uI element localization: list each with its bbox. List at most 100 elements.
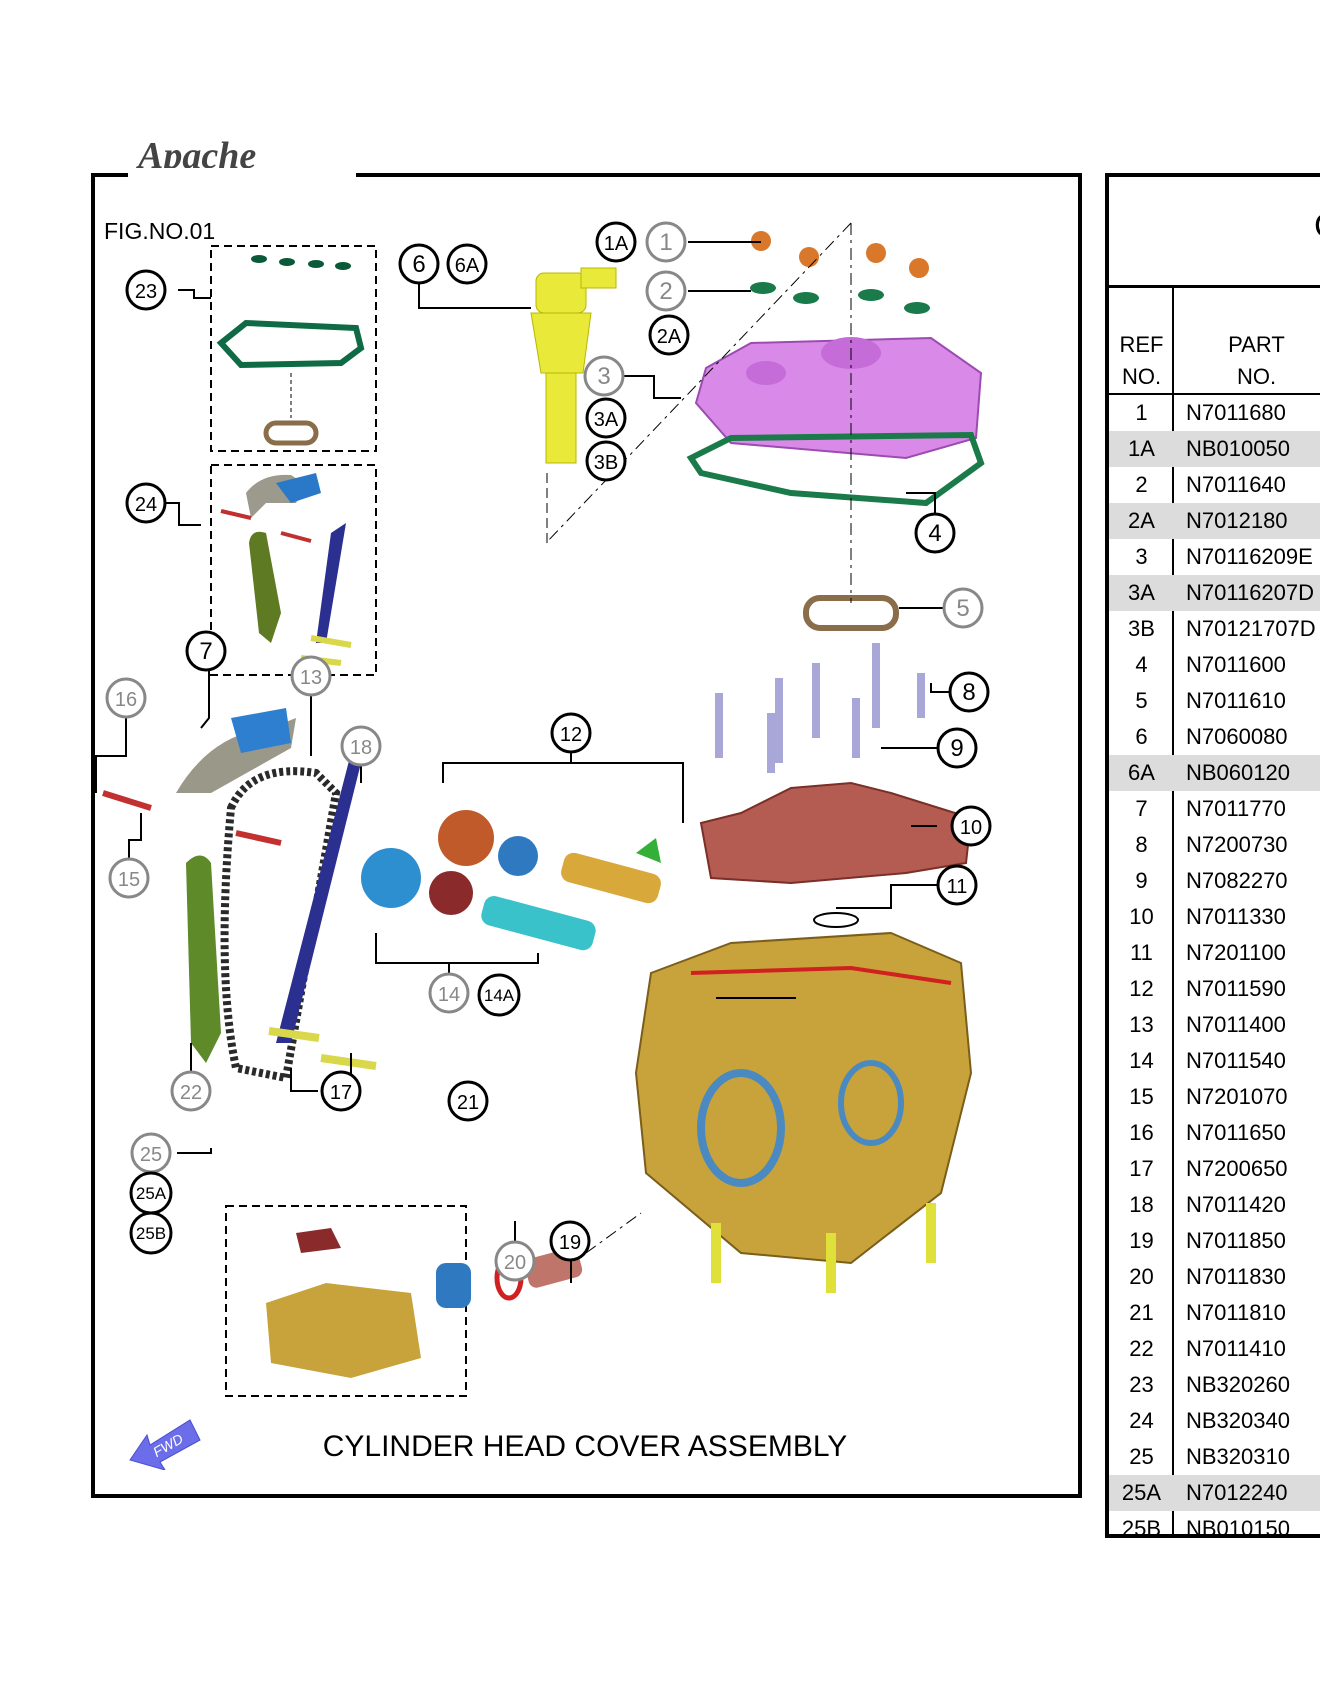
ref-no-cell: 1 xyxy=(1135,400,1148,425)
callout-circle xyxy=(428,972,470,1014)
callout-circle xyxy=(494,1240,536,1282)
figure-number: FIG.NO.01 xyxy=(104,218,216,244)
kit-box-25 xyxy=(225,1205,467,1397)
callout-circle xyxy=(108,857,150,899)
ref-no-cell: 25 xyxy=(1129,1444,1154,1469)
callout-label: 3A xyxy=(594,409,619,431)
ref-no-cell: 2 xyxy=(1135,472,1148,497)
callout-circle xyxy=(585,397,627,439)
ref-no-cell: 23 xyxy=(1129,1372,1154,1397)
callout-label: 9 xyxy=(950,735,963,762)
callout-circle xyxy=(914,512,956,554)
callout-label: 11 xyxy=(947,876,968,898)
header-part-no: PART NO. xyxy=(1228,332,1285,389)
ref-no-cell: 13 xyxy=(1129,1012,1154,1037)
part-no-cell: N7011540 xyxy=(1186,1048,1286,1073)
cylinder-head-graphic xyxy=(634,931,973,1293)
callout-label: 25A xyxy=(136,1184,167,1203)
part-no-cell: N7200730 xyxy=(1186,832,1288,857)
ref-no-cell: 15 xyxy=(1129,1084,1154,1109)
callout-label: 2 xyxy=(659,278,672,305)
part-no-cell: N70121707D xyxy=(1186,616,1316,641)
part-no-cell: N7011600 xyxy=(1186,652,1286,677)
callout-label: 3 xyxy=(597,363,610,390)
callout-circle xyxy=(477,973,521,1017)
timing-chain-graphic xyxy=(102,708,377,1083)
callout-circle xyxy=(446,243,488,285)
callout-circle xyxy=(936,864,978,906)
ref-no-cell: 16 xyxy=(1129,1120,1154,1145)
callout-label: 13 xyxy=(300,667,322,689)
table-row: 25B NB010150 xyxy=(1109,1511,1320,1547)
part-no-cell: N7201070 xyxy=(1186,1084,1288,1109)
part-no-cell: N7012240 xyxy=(1186,1480,1288,1505)
table-row: 15 N7201070 xyxy=(1109,1079,1320,1115)
part-no-cell: NB010150 xyxy=(1186,1516,1290,1541)
callout-circle xyxy=(549,1220,591,1262)
ref-no-cell: 5 xyxy=(1135,688,1148,713)
kit-box-23 xyxy=(210,245,377,452)
callout-circle xyxy=(447,1080,489,1122)
gasket-kit-graphic xyxy=(216,255,365,446)
ref-no-cell: 8 xyxy=(1135,832,1148,857)
callout-label: 2A xyxy=(657,326,682,348)
callout-circle xyxy=(583,355,625,397)
part-no-cell: NB320310 xyxy=(1186,1444,1290,1469)
callout-label: 14A xyxy=(484,986,515,1005)
table-row: 6A NB060120 xyxy=(1109,755,1320,791)
ref-no-cell: 14 xyxy=(1129,1048,1154,1073)
callout-label: 23 xyxy=(135,281,157,303)
callout-label: 21 xyxy=(457,1092,479,1114)
part-no-cell: NB320340 xyxy=(1186,1408,1290,1433)
tensioner-kit-graphic xyxy=(220,473,352,666)
ref-no-cell: 3 xyxy=(1135,544,1148,569)
callout-circle xyxy=(398,243,440,285)
ref-no-cell: 11 xyxy=(1130,940,1153,965)
callout-label: 7 xyxy=(199,638,212,665)
callout-label: 25B xyxy=(136,1224,166,1243)
callout-circle xyxy=(936,727,978,769)
ref-no-cell: 25B xyxy=(1121,1516,1162,1541)
callout-circle xyxy=(950,805,992,847)
small-parts-graphic xyxy=(266,1212,642,1378)
callout-circle xyxy=(942,587,984,629)
table-row: 25 NB320310 xyxy=(1109,1439,1320,1475)
table-row: 5 N7011610 xyxy=(1109,683,1320,719)
part-no-cell: N7011810 xyxy=(1186,1300,1286,1325)
ref-no-cell: 17 xyxy=(1129,1156,1154,1181)
ref-no-cell: 18 xyxy=(1129,1192,1154,1217)
part-no-cell: N7011420 xyxy=(1186,1192,1286,1217)
part-no-cell: N7011850 xyxy=(1186,1228,1286,1253)
callout-circle xyxy=(340,725,382,767)
part-no-cell: N7011610 xyxy=(1186,688,1286,713)
table-row: 17 N7200650 xyxy=(1109,1151,1320,1187)
head-cover-graphic xyxy=(545,222,985,631)
callout-circle xyxy=(320,1070,362,1112)
part-no-cell: NB010050 xyxy=(1186,436,1290,461)
ref-no-cell: 25A xyxy=(1121,1480,1162,1505)
callout-label: 15 xyxy=(118,869,140,891)
ignition-coil-graphic xyxy=(530,267,617,543)
part-no-cell: N7011330 xyxy=(1186,904,1286,929)
callout-circle xyxy=(648,314,690,356)
callout-label: 25 xyxy=(140,1144,162,1166)
part-no-cell: N7200650 xyxy=(1186,1156,1288,1181)
ref-no-cell: 19 xyxy=(1129,1228,1154,1253)
part-no-cell: N70116207D xyxy=(1186,580,1315,605)
part-no-cell: NB060120 xyxy=(1186,760,1290,785)
ref-no-cell: 9 xyxy=(1135,868,1148,893)
callout-circle xyxy=(105,677,147,719)
callout-circle xyxy=(185,630,227,672)
ref-no-cell: 6A xyxy=(1128,760,1155,785)
forward-arrow-icon: FWD xyxy=(129,1419,201,1470)
part-no-cell: N7082270 xyxy=(1186,868,1288,893)
